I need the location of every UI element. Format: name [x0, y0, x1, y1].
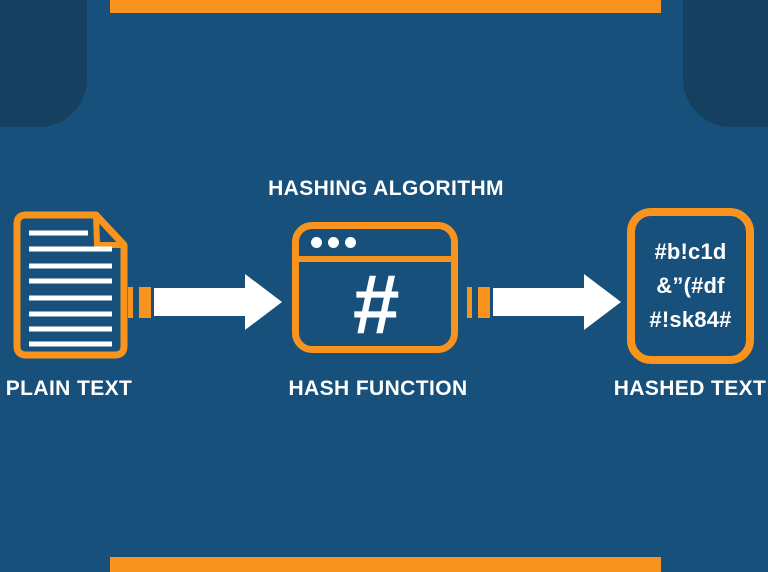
window-dot-icon [328, 237, 339, 248]
hash-icon: # [351, 257, 399, 351]
hash-output-line: &”(#df [656, 273, 725, 298]
top-right-corner-shape [683, 0, 768, 127]
window-dot-icon [311, 237, 322, 248]
hash-output-line: #!sk84# [649, 307, 732, 332]
plain-text-label: PLAIN TEXT [5, 377, 133, 400]
browser-titlebar [299, 229, 451, 262]
hash-output-line: #b!c1d [654, 239, 727, 264]
top-orange-bar [110, 0, 661, 13]
top-left-corner-shape [0, 0, 87, 127]
browser-window-icon: # [292, 222, 458, 353]
hashed-text-label: HASHED TEXT [613, 377, 767, 400]
diagram-title: HASHING ALGORITHM [268, 177, 504, 200]
hash-function-label: HASH FUNCTION [288, 377, 468, 400]
document-icon [13, 211, 128, 359]
window-dot-icon [345, 237, 356, 248]
arrow-right-icon [467, 274, 621, 330]
bottom-orange-bar [110, 557, 661, 572]
arrow-right-icon [128, 274, 282, 330]
hashed-text-box: #b!c1d &”(#df #!sk84# [627, 208, 754, 364]
